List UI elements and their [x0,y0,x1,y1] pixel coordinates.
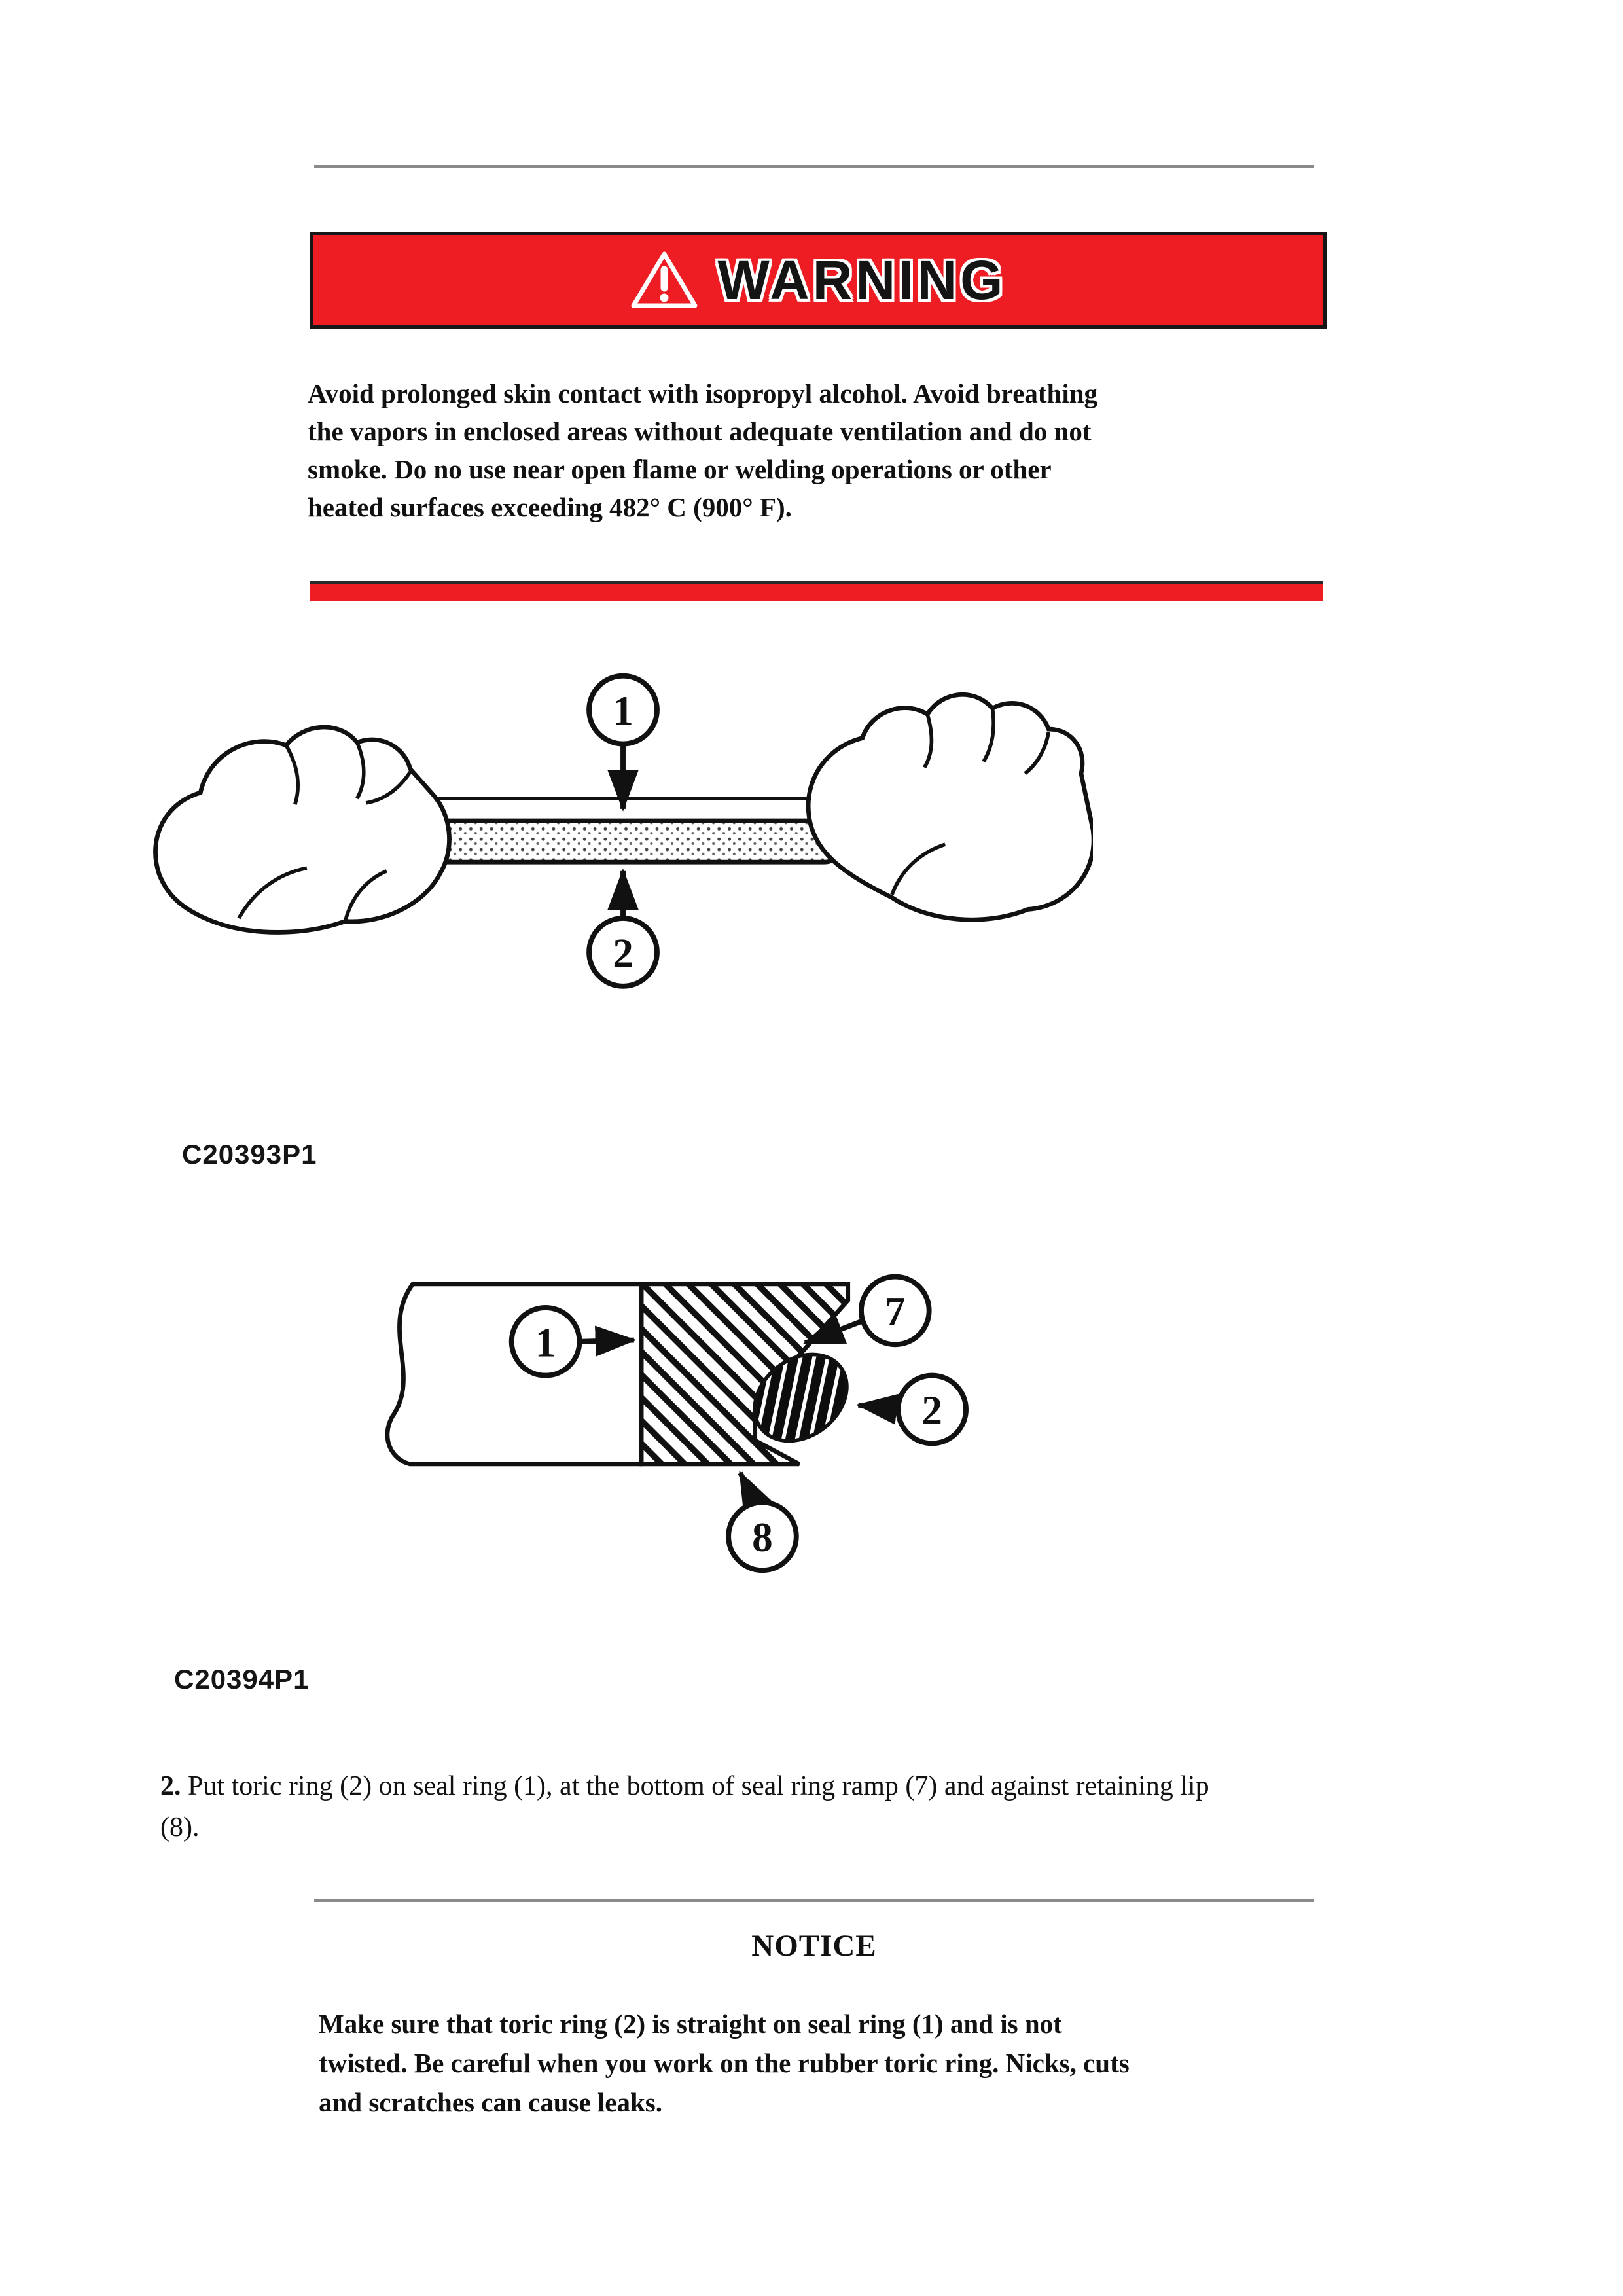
figure2-callout-1: 1 [508,1304,637,1378]
callout-number: 8 [752,1515,773,1560]
warning-paragraph: Avoid prolonged skin contact with isopro… [308,374,1355,526]
warning-triangle-icon [631,251,697,308]
warning-line: heated surfaces exceeding 482° C (900° F… [308,492,792,522]
warning-line: the vapors in enclosed areas without ade… [308,416,1092,446]
notice-line: Make sure that toric ring (2) is straigh… [319,2009,1062,2039]
figure2-callout-7: 7 [802,1274,932,1348]
figure1-callout-2: 2 [586,868,660,989]
step-2-line: (8). [160,1812,200,1842]
callout-number: 7 [885,1289,906,1335]
callout-number: 1 [613,688,633,734]
notice-paragraph: Make sure that toric ring (2) is straigh… [319,2004,1379,2122]
figure1-callout-1: 1 [586,673,660,812]
toric-ring [753,1352,849,1443]
left-hand [153,725,452,935]
step-2-number: 2. [160,1771,181,1801]
notice-rule [314,1899,1314,1902]
right-hand [806,692,1096,922]
callout-number: 1 [535,1319,556,1365]
figure-seal-ring-hands: 1 2 [147,649,1096,1004]
notice-line: twisted. Be careful when you work on the… [319,2048,1130,2078]
figure1-label: C20393P1 [182,1139,317,1170]
callout-number: 2 [921,1388,942,1433]
notice-title: NOTICE [751,1929,877,1963]
warning-end-red-bar [310,581,1323,601]
top-rule [314,165,1314,168]
notice-line: and scratches can cause leaks. [319,2087,663,2117]
figure2-callout-8: 8 [726,1470,799,1573]
warning-line: Avoid prolonged skin contact with isopro… [308,378,1098,408]
warning-banner: WARNING [310,232,1327,329]
seal-ring [390,797,847,865]
figure-cross-section: 1 7 2 8 [339,1251,1047,1591]
figure2-label: C20394P1 [174,1664,310,1695]
step-2-text: Put toric ring (2) on seal ring (1), at … [181,1771,1209,1801]
step-2-paragraph: 2. Put toric ring (2) on seal ring (1), … [160,1766,1459,1848]
warning-line: smoke. Do no use near open flame or weld… [308,454,1052,484]
cross-section-body [385,1282,643,1467]
seal-ring-ramp-section [639,1282,851,1467]
step-2-line: 2. Put toric ring (2) on seal ring (1), … [160,1766,1459,1807]
callout-number: 2 [613,930,633,976]
figure2-callout-2: 2 [855,1372,969,1446]
warning-banner-label: WARNING [717,249,1007,311]
